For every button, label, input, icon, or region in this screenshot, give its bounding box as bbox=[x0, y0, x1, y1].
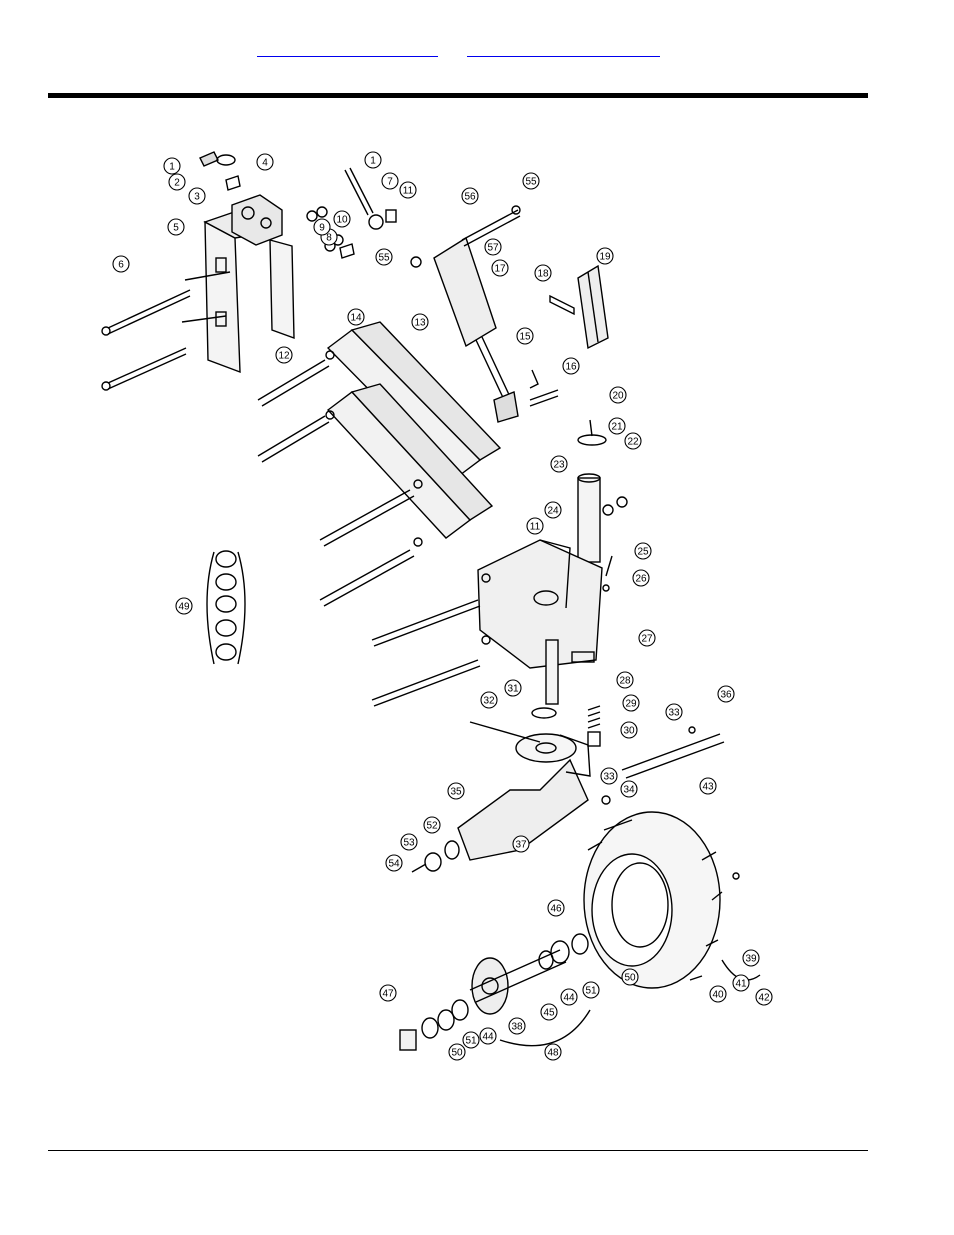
callout-number: 3 bbox=[194, 192, 200, 203]
header-link-2[interactable] bbox=[467, 40, 660, 57]
callout-number: 7 bbox=[387, 177, 393, 188]
callout-number: 9 bbox=[319, 223, 325, 234]
top-rule bbox=[48, 93, 868, 98]
callout-number: 46 bbox=[550, 904, 562, 915]
bottom-rule bbox=[48, 1150, 868, 1151]
callout-number: 32 bbox=[483, 696, 495, 707]
callout-number: 43 bbox=[702, 782, 714, 793]
callout-number: 45 bbox=[543, 1008, 555, 1019]
callout-number: 19 bbox=[599, 252, 611, 263]
callout-number: 51 bbox=[465, 1036, 477, 1047]
callout-number: 54 bbox=[388, 859, 400, 870]
callout-number: 27 bbox=[641, 634, 653, 645]
callout-number: 20 bbox=[612, 391, 624, 402]
callout-number: 10 bbox=[336, 215, 348, 226]
callout-number: 33 bbox=[668, 708, 680, 719]
callout-number: 48 bbox=[547, 1048, 559, 1059]
callout-number: 56 bbox=[464, 192, 476, 203]
callout-number: 53 bbox=[403, 838, 415, 849]
callout-number: 52 bbox=[426, 821, 438, 832]
callout-number: 22 bbox=[627, 437, 639, 448]
callout-number: 12 bbox=[278, 351, 290, 362]
callout-number: 38 bbox=[511, 1022, 523, 1033]
callout-number: 11 bbox=[403, 186, 414, 197]
callout-number: 57 bbox=[487, 243, 499, 254]
callout-number: 35 bbox=[450, 787, 462, 798]
callout-number: 36 bbox=[720, 690, 732, 701]
callout-number: 18 bbox=[537, 269, 549, 280]
callout-number: 26 bbox=[635, 574, 647, 585]
callout-number: 13 bbox=[414, 318, 426, 329]
callout-number: 31 bbox=[507, 684, 519, 695]
callout-number: 30 bbox=[623, 726, 635, 737]
callout-number: 55 bbox=[378, 253, 390, 264]
header-link-1[interactable] bbox=[257, 40, 438, 57]
callout-number: 47 bbox=[382, 989, 394, 1000]
callout-number: 21 bbox=[611, 422, 623, 433]
callout-number: 17 bbox=[494, 264, 506, 275]
callout-number: 28 bbox=[619, 676, 631, 687]
callout-number: 4 bbox=[262, 158, 268, 169]
callout-number: 2 bbox=[174, 178, 180, 189]
callout-number: 5 bbox=[173, 223, 179, 234]
callout-number: 50 bbox=[451, 1048, 463, 1059]
callout-number: 23 bbox=[553, 460, 565, 471]
callout-number: 51 bbox=[585, 986, 597, 997]
callout-number: 50 bbox=[624, 973, 636, 984]
callout-number: 41 bbox=[735, 979, 747, 990]
callout-number: 25 bbox=[637, 547, 649, 558]
callout-number: 37 bbox=[515, 840, 527, 851]
callout-number: 8 bbox=[326, 233, 332, 244]
callout-number: 11 bbox=[530, 522, 541, 533]
callout-number: 16 bbox=[565, 362, 577, 373]
callout-number: 34 bbox=[623, 785, 635, 796]
callout-number: 6 bbox=[118, 260, 124, 271]
callout-number: 33 bbox=[603, 772, 615, 783]
callout-number: 55 bbox=[525, 177, 537, 188]
callout-number: 24 bbox=[547, 506, 559, 517]
callout-number: 29 bbox=[625, 699, 637, 710]
callout-number: 1 bbox=[169, 162, 175, 173]
callout-number: 49 bbox=[178, 602, 190, 613]
callout-number: 44 bbox=[563, 993, 575, 1004]
callout-number: 42 bbox=[758, 993, 770, 1004]
callout-number: 1 bbox=[370, 156, 376, 167]
callout-number: 14 bbox=[350, 313, 362, 324]
callout-number: 44 bbox=[482, 1032, 494, 1043]
callout-number: 40 bbox=[712, 990, 724, 1001]
callout-number: 39 bbox=[745, 954, 757, 965]
callout-number: 15 bbox=[519, 332, 531, 343]
